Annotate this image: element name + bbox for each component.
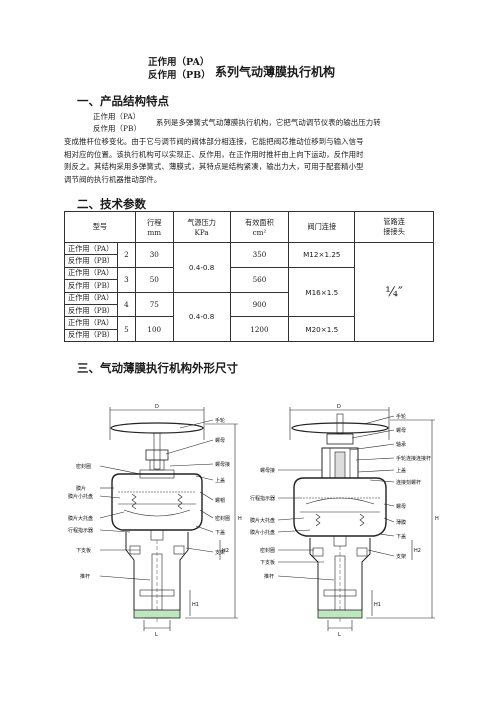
left-label-cap: 螺帽 [215, 497, 225, 504]
intro-line-4: 调节阀的执行机器推动部件。 [64, 174, 162, 184]
table-row: 正作用（PA） 5 100 1200 M20×1.5 [64, 316, 434, 343]
right-label-lower-plate: 下支板 [260, 559, 275, 566]
right-label-membrane: 薄膜 [396, 519, 406, 526]
left-label-handwheel: 手轮 [215, 417, 225, 424]
right-dim-h2: H2 [414, 548, 421, 554]
right-dim-d: D [337, 404, 341, 410]
right-label-small-tray: 膜片小托盘 [250, 529, 275, 536]
left-dim-d: D [155, 404, 159, 410]
header-pipe: 管路连接接头 [354, 211, 434, 243]
right-label-large-tray: 膜片大托盘 [250, 517, 275, 524]
intro-line-2: 相对应的位置。该执行机构可以实现正、反作用，在正作用时推杆由上向下运动，反作用时 [64, 149, 364, 159]
right-label-bracket: 支架 [396, 553, 406, 560]
air-pressure-2: 0.4-0.8 [172, 291, 231, 343]
intro-pa: 正作用（PA） [93, 112, 141, 121]
left-label-large-tray: 膜片大托盘 [68, 515, 93, 522]
right-dim-h: H [435, 516, 439, 522]
right-label-link-screw: 连接刻螺杆 [396, 479, 421, 486]
left-dim-h2: H2 [222, 548, 229, 554]
left-label-seal: 密封圈 [215, 515, 230, 522]
right-label-wheel-link: 手轮连接连接杆 [396, 455, 431, 462]
section-2-heading: 二、技术参数 [77, 197, 146, 211]
intro-line-3: 则反之。其结构采用多弹簧式、薄膜式，其特点是结构紧凑，输出力大，可用于配套精小型 [64, 162, 364, 171]
left-dim-h: H [238, 516, 242, 522]
table-row: 正作用（PA） 4 75 0.4-0.8 900 [64, 291, 434, 343]
header-model: 型号 [64, 211, 136, 243]
table-row: 正作用（PA） 3 50 560 M16×1.5 [64, 266, 434, 318]
right-label-seal-ring: 密封圈 [260, 547, 275, 554]
valve-1: M12×1.25 [288, 242, 356, 268]
intro-line-1: 变成推杆位移变化。由于它与调节阀的阀体部分相连接，它能把阀芯推动位移到与输入信号 [64, 137, 364, 146]
left-dim-h1: H1 [192, 602, 199, 608]
right-label-stroke-indicator: 行程指示器 [250, 495, 275, 502]
left-label-top-cover: 上盖 [215, 477, 225, 484]
right-dim-h1: H1 [374, 602, 381, 608]
left-label-small-tray: 膜片小托盘 [68, 493, 93, 500]
right-label-nut: 螺母 [396, 427, 406, 434]
left-label-nut-joint: 螺母接 [215, 461, 230, 468]
table-row: 正作用（PA） 2 30 0.4-0.8 350 M12×1.25 ¼″ [64, 241, 434, 343]
left-label-bottom-cover: 下盖 [215, 529, 225, 536]
right-label-nut-joint: 螺母接 [260, 467, 275, 474]
page-title: 系列气动薄膜执行机构 [215, 65, 336, 79]
right-label-bearing: 轴承 [396, 441, 406, 448]
left-actuator-drawing [99, 407, 238, 631]
left-label-stroke-indicator: 行程指示器 [68, 527, 93, 534]
left-label-diaphragm: 膜片 [76, 485, 86, 492]
intro-pb: 反作用（PB） [93, 124, 142, 133]
right-label-push-rod: 推杆 [264, 573, 274, 580]
right-label-nut-2: 螺母 [396, 503, 406, 510]
actuator-drawings: D H H2 H1 L 手轮 螺母 螺母接 上盖 螺帽 密封圈 下盖 支架 密封… [68, 404, 439, 638]
left-label-lower-plate: 下支板 [76, 547, 91, 554]
left-dim-l: L [155, 632, 158, 638]
section-1-heading: 一、产品结构特点 [77, 94, 169, 108]
left-label-seal-ring: 密封圈 [76, 463, 91, 470]
left-label-push-rod: 推杆 [80, 573, 90, 580]
right-dim-l: L [338, 632, 341, 638]
right-label-bottom-cover: 下盖 [396, 533, 406, 540]
pipe-connector: ¼″ [354, 241, 434, 343]
right-actuator-drawing [277, 407, 435, 631]
title-pb: 反作用（PB） [148, 70, 211, 81]
section-3-heading: 三、气动薄膜执行机构外形尺寸 [77, 361, 238, 375]
header-valve: 阀门连接 [288, 211, 356, 243]
valve-2: M16×1.5 [288, 266, 356, 318]
title-pa: 正作用（PA） [148, 57, 210, 68]
air-pressure-1: 0.4-0.8 [172, 242, 231, 293]
valve-3: M20×1.5 [288, 316, 356, 343]
right-label-handwheel: 手轮 [396, 413, 406, 420]
left-label-bracket: 支架 [215, 549, 225, 556]
right-label-top-cover: 上盖 [396, 467, 406, 474]
intro-first-line: 系列是多弹簧式气动薄膜执行机构，它把气动调节仪表的输出压力转 [156, 118, 381, 127]
left-label-nut: 螺母 [215, 437, 225, 444]
